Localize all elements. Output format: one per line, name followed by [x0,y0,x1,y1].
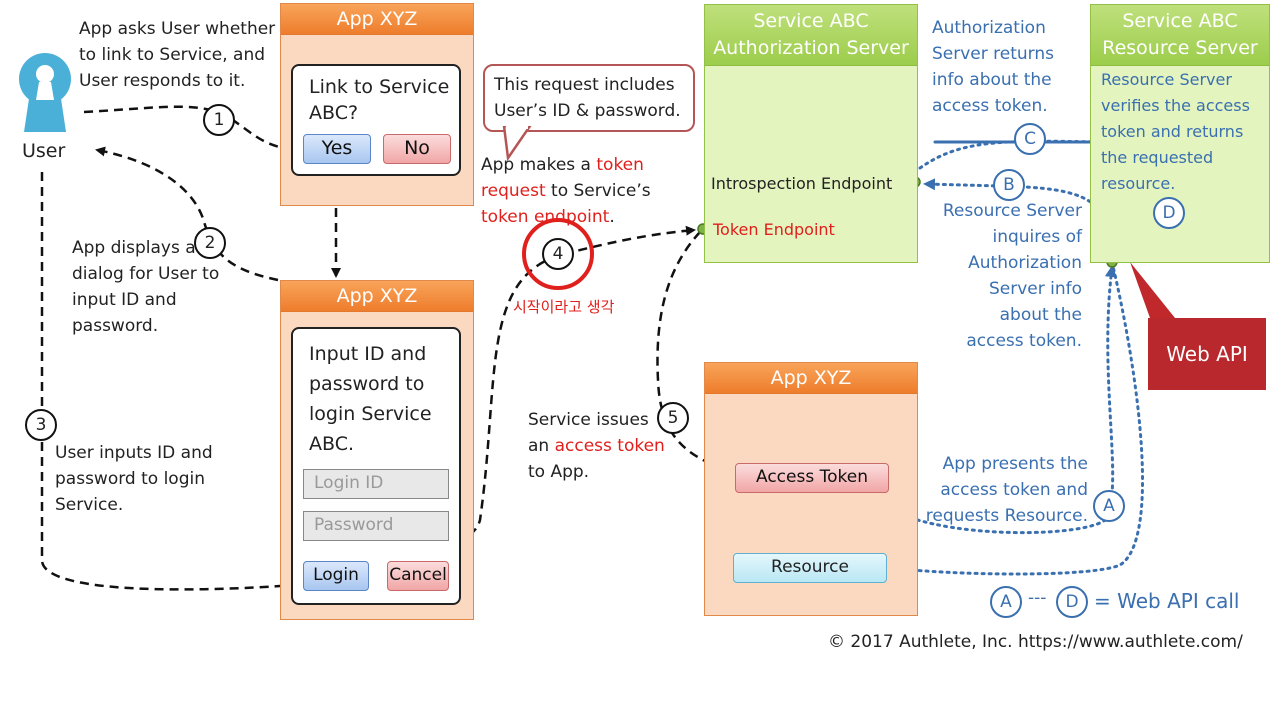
app-xyz-title: App XYZ [281,4,473,35]
step-3-circle: 3 [25,409,57,441]
note-step-2: App displays a dialog for User to input … [72,238,220,336]
arrow-step-1 [83,105,302,155]
step-c-circle: C [1014,123,1046,155]
login-id-field[interactable]: Login ID [303,469,449,499]
step-a-circle: A [1093,490,1125,522]
n5-access-token: access token [554,436,665,456]
authorization-server-title: Service ABC Authorization Server [705,5,917,66]
yes-button[interactable]: Yes [303,134,371,164]
callout-bubble [483,64,695,132]
callout-tail [502,126,532,162]
note-step-b: Resource Server inquires of Authorizatio… [942,201,1082,351]
n5-post: to App. [528,462,590,482]
auth-title-line1: Service ABC [753,10,869,32]
note-step-1: App asks User whether to link to Service… [79,19,276,91]
legend-separator: --- [1028,588,1047,608]
app-xyz-title: App XYZ [705,363,917,394]
web-api-label: Web API [1148,318,1266,390]
n4-mid: to Service’s [545,181,651,201]
arrow-resource-return [889,260,1144,576]
korean-note: 시작이라고 생각 [513,298,615,316]
app-xyz-title: App XYZ [281,281,473,312]
arrow-step-5 [656,231,730,473]
n5-pre: Service issues an [528,410,649,456]
step-4-highlight [522,218,594,290]
link-dialog: Link to Service ABC? Yes No [291,64,461,176]
user-icon [19,53,71,132]
app-xyz-box-2: App XYZ Input ID and password to login S… [280,280,474,620]
legend-text: = Web API call [1094,589,1240,613]
step-4-circle: 4 [542,238,574,270]
n4-token-endpoint: token endpoint [481,207,610,227]
rs-title-line1: Service ABC [1122,10,1238,32]
user-label: User [22,140,66,162]
no-button[interactable]: No [383,134,451,164]
login-button[interactable]: Login [303,561,369,591]
n4-token-request: token request [481,155,644,201]
note-step-3: User inputs ID and password to login Ser… [55,443,213,515]
step-2-circle: 2 [194,227,226,259]
arrow-step-3 [40,172,297,591]
login-dialog-prompt: Input ID and password to login Service A… [309,343,432,455]
legend-a-circle: A [990,586,1022,618]
note-step-5: Service issues an access token to App. [528,407,673,485]
web-api-pointer [1130,262,1175,318]
step-5-circle: 5 [657,402,689,434]
arrow-step-c [918,135,1103,170]
legend-d-circle: D [1056,586,1088,618]
cancel-button[interactable]: Cancel [387,561,449,591]
app-xyz-box-3: App XYZ Access Token Resource [704,362,918,616]
access-token-button[interactable]: Access Token [735,463,889,493]
token-endpoint-label: Token Endpoint [713,220,835,239]
password-field[interactable]: Password [303,511,449,541]
link-dialog-prompt: Link to Service ABC? [309,76,450,124]
step-1-circle: 1 [203,104,235,136]
resource-button[interactable]: Resource [733,553,887,583]
copyright: © 2017 Authlete, Inc. https://www.authle… [828,632,1243,652]
step-d-circle: D [1153,197,1185,229]
login-dialog: Input ID and password to login Service A… [291,327,461,605]
callout-text: This request includes User’s ID & passwo… [494,75,681,121]
note-step-c: Authorization Server returns info about … [932,18,1054,116]
note-step-4: App makes a token request to Service’s t… [481,152,681,230]
resource-server-title: Service ABC Resource Server [1091,5,1269,66]
resource-server-note: Resource Server verifies the access toke… [1101,70,1250,193]
arrow-step-2 [95,146,279,282]
rs-title-line2: Resource Server [1102,37,1258,59]
n4-pre: App makes a [481,155,597,175]
authorization-server-box: Service ABC Authorization Server Introsp… [704,4,918,263]
auth-title-line2: Authorization Server [713,37,909,59]
app-xyz-box-1: App XYZ Link to Service ABC? Yes No [280,3,474,206]
note-step-a: App presents the access token and reques… [925,454,1088,526]
step-b-circle: B [993,169,1025,201]
introspection-endpoint-label: Introspection Endpoint [711,174,893,193]
n4-post: . [609,207,615,227]
